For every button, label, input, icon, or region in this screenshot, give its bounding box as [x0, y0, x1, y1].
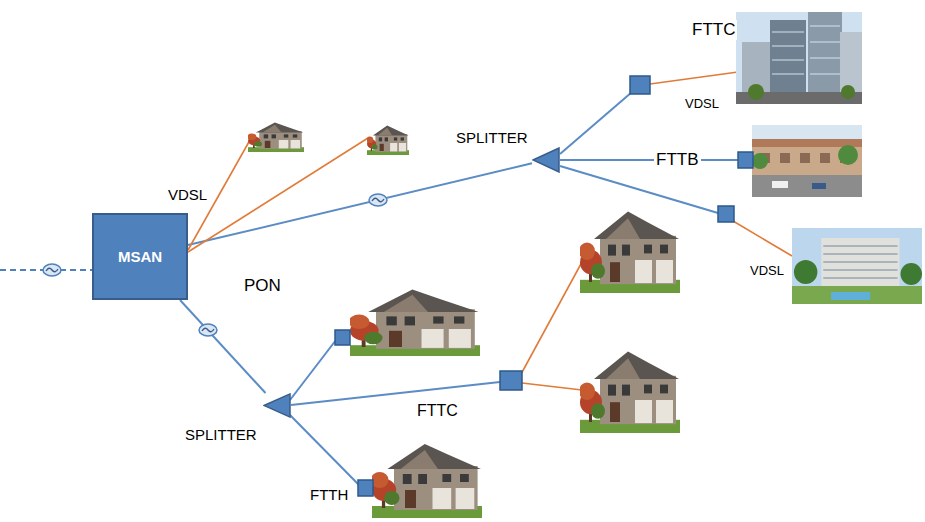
technology-label: FTTC	[415, 402, 460, 420]
msan-box: MSAN	[92, 213, 188, 300]
technology-label: VDSL	[166, 186, 209, 203]
splitter-triangle	[263, 393, 291, 418]
copper-lines	[188, 72, 792, 390]
technology-label: FTTC	[690, 20, 737, 40]
cable-icons	[43, 194, 387, 336]
splitter-label: SPLITTER	[454, 129, 530, 146]
fiber-lines	[288, 92, 738, 485]
technology-label: VDSL	[748, 264, 786, 279]
node-title: MSAN	[118, 248, 162, 265]
onu-squares	[335, 76, 753, 496]
premises	[247, 12, 922, 518]
technology-label: FTTH	[308, 486, 350, 503]
splitter-label: SPLITTER	[183, 426, 259, 443]
technology-label: VDSL	[683, 97, 721, 112]
pon-link	[180, 300, 266, 393]
technology-label: FTTB	[654, 150, 701, 170]
technology-label: PON	[242, 276, 283, 296]
splitter-node: SPLITTER	[263, 393, 291, 418]
pon-link	[188, 163, 532, 245]
splitter-node: SPLITTER	[532, 147, 560, 173]
splitter-triangle	[532, 147, 560, 173]
